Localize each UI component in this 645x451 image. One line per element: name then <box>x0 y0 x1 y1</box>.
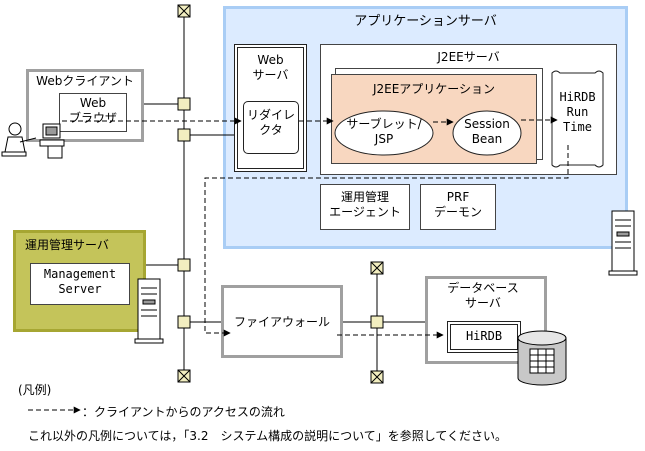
management-agent-label: 運用管理 エージェント <box>329 190 401 219</box>
servlet-jsp-label: サーブレット/ JSP <box>346 117 422 146</box>
web-server-label: Web サーバ <box>252 53 289 82</box>
network-terminators <box>177 4 384 384</box>
web-browser <box>59 93 127 132</box>
firewall <box>221 285 343 358</box>
hirdb-runtime-shape <box>551 70 604 168</box>
access-flow <box>62 116 569 339</box>
prf-daemon <box>420 184 496 230</box>
firewall-label: ファイアウォール <box>233 315 330 329</box>
management-server-label: 運用管理サーバ <box>25 238 109 252</box>
j2ee-application-label: J2EEアプリケーション <box>372 82 496 96</box>
session-bean-ellipse <box>452 110 522 156</box>
application-server-label: アプリケーションサーバ <box>354 14 497 29</box>
session-bean-label: Session Bean <box>464 117 510 146</box>
management-server-inner <box>30 263 130 305</box>
management-server-inner-label: Management Server <box>43 267 117 296</box>
servlet-jsp-ellipse <box>334 110 434 156</box>
hirdb-runtime-label: HiRDB Run Time <box>559 90 596 134</box>
prf-daemon-label: PRF デーモン <box>433 190 482 219</box>
legend-note: これ以外の凡例については，「3.2 システム構成の説明について」を参照してくださ… <box>28 429 508 443</box>
redirector <box>243 101 299 154</box>
database-cylinder-icon <box>517 330 567 386</box>
user-pc-icon <box>1 122 65 159</box>
network-connectors <box>177 97 384 329</box>
management-agent <box>320 184 410 230</box>
mgmt-server-tower-icon <box>134 278 164 344</box>
app-server-tower-icon <box>608 210 638 276</box>
hirdb-label: HiRDB <box>465 329 503 343</box>
j2ee-server-label: J2EEサーバ <box>437 50 500 64</box>
redirector-label: リダイレ クタ <box>246 108 295 137</box>
database-server-label: データベース サーバ <box>447 281 519 310</box>
web-client-label: Webクライアント <box>36 74 134 88</box>
legend-title: (凡例) <box>18 383 52 397</box>
legend-access-flow: ：クライアントからのアクセスの流れ <box>82 405 285 419</box>
hirdb <box>447 321 521 353</box>
